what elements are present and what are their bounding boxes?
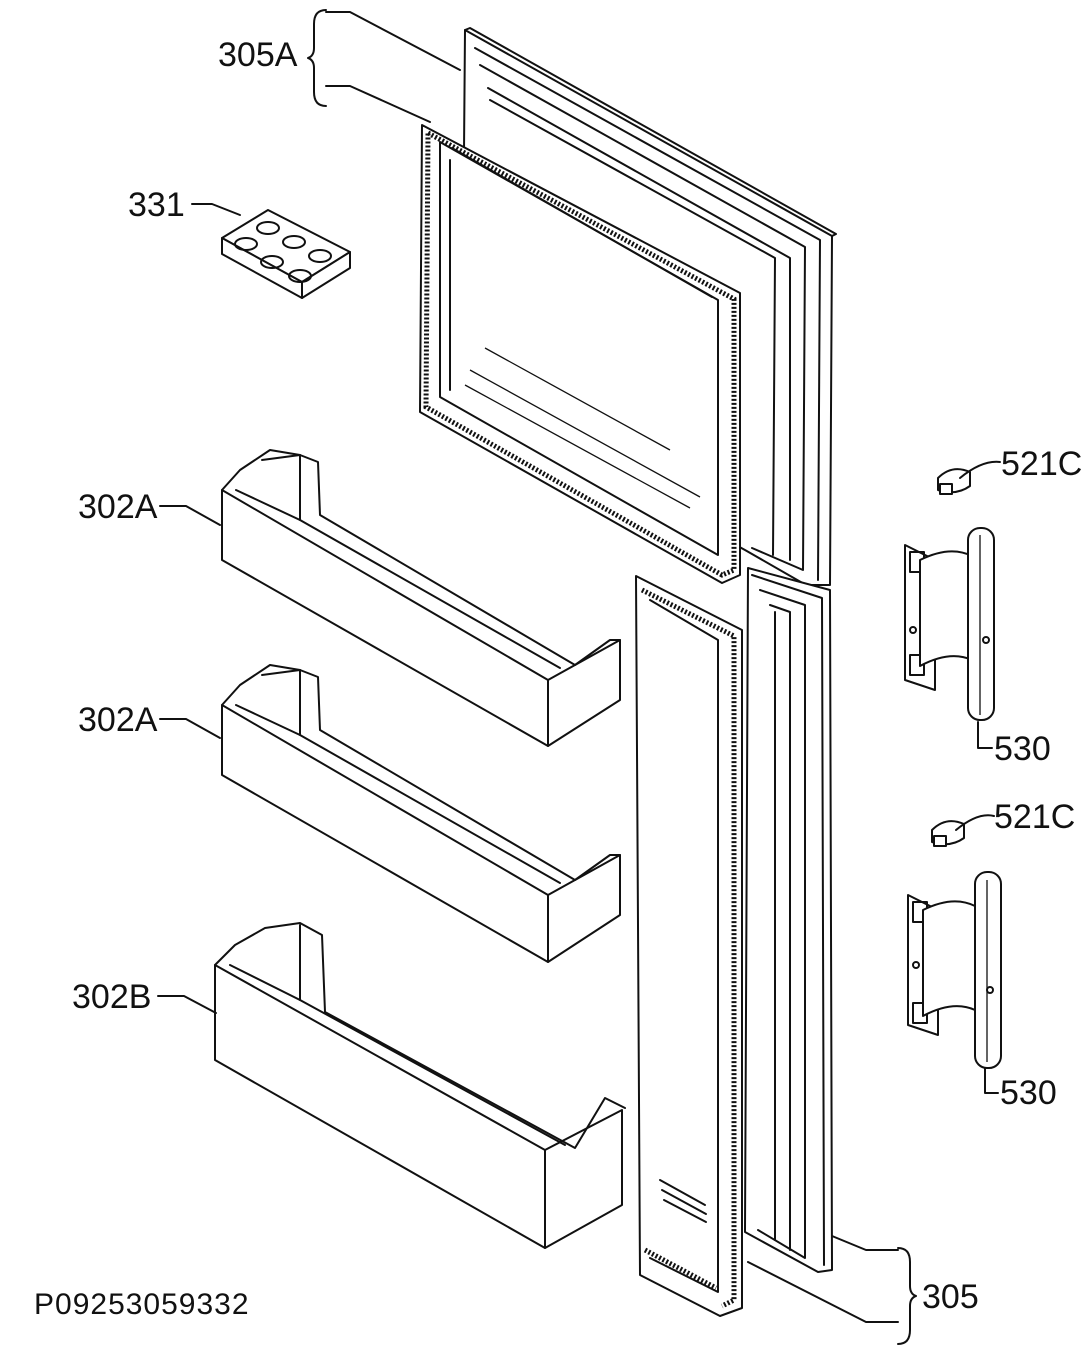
label-331: 331 bbox=[128, 186, 185, 224]
label-521c-top: 521C bbox=[1001, 445, 1082, 483]
label-530-bottom: 530 bbox=[1000, 1074, 1057, 1112]
lower-door-liner bbox=[635, 575, 743, 1317]
door-shelf-302b-bottom bbox=[214, 922, 626, 1249]
leader-lines bbox=[157, 9, 1001, 1345]
document-id: P09253059332 bbox=[34, 1288, 250, 1321]
label-530-top: 530 bbox=[994, 730, 1051, 768]
door-shelf-302a-top bbox=[221, 449, 621, 747]
upper-door-liner bbox=[419, 124, 741, 584]
lower-door-305 bbox=[744, 567, 833, 1273]
cap-521c-top bbox=[937, 468, 971, 495]
handle-530-bottom bbox=[907, 871, 1002, 1069]
label-305: 305 bbox=[922, 1278, 979, 1316]
label-302a-top: 302A bbox=[78, 488, 158, 526]
cap-521c-bottom bbox=[931, 820, 965, 847]
door-shelf-302a-middle bbox=[221, 664, 621, 963]
label-302b: 302B bbox=[72, 978, 151, 1016]
egg-tray-331 bbox=[221, 209, 351, 299]
handle-530-top bbox=[904, 527, 995, 721]
label-521c-bottom: 521C bbox=[994, 798, 1075, 836]
label-302a-middle: 302A bbox=[78, 701, 158, 739]
label-305a: 305A bbox=[218, 36, 298, 74]
